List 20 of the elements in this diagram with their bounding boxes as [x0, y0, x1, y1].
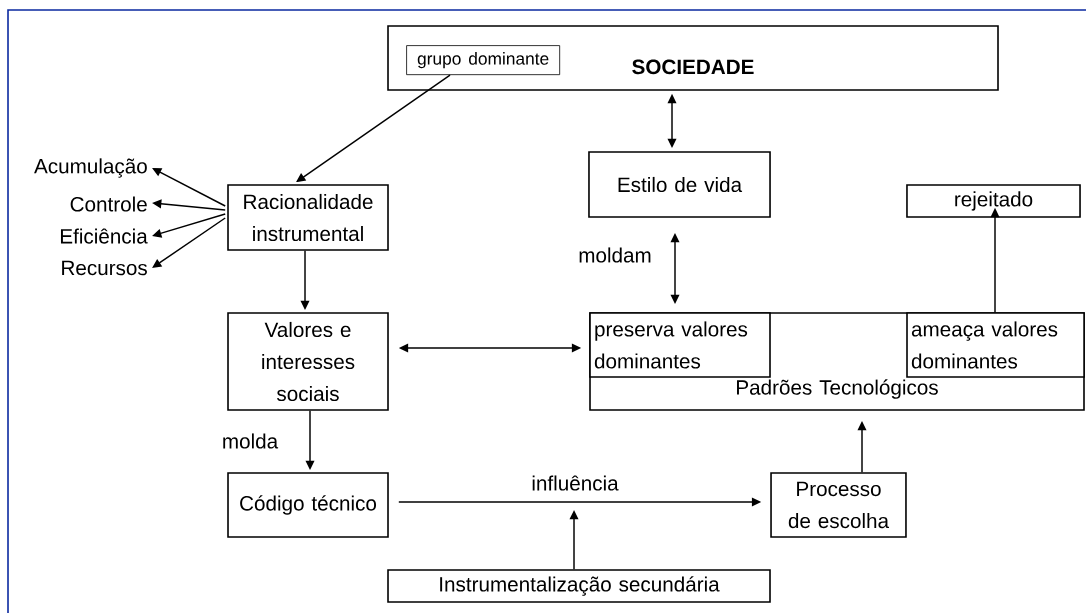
text-box: preserva valores dominantes — [589, 312, 771, 378]
process-box: Código técnico — [227, 472, 389, 538]
process-box: rejeitado — [906, 184, 1081, 218]
arrow — [152, 217, 226, 268]
text-label: Acumulação — [34, 158, 147, 178]
process-box: Instrumentalização secundária — [387, 569, 771, 603]
process-box: Valores e interesses sociais — [227, 312, 389, 411]
arrow — [152, 213, 226, 238]
edge-label: influência — [530, 474, 620, 492]
text-label: Controle — [70, 196, 147, 212]
text-label: Eficiência — [61, 228, 148, 244]
text-box: ameaça valores dominantes — [906, 312, 1085, 378]
edge-label: moldam — [576, 246, 654, 264]
text-box: grupo dominante — [406, 45, 561, 76]
text-label: Recursos — [62, 260, 147, 276]
arrow — [152, 168, 226, 207]
process-box: Processo de escolha — [770, 472, 907, 538]
edge-label: molda — [220, 432, 280, 450]
process-box: Estilo de vida — [588, 151, 771, 218]
process-box: Racionalidade instrumental — [227, 184, 389, 251]
